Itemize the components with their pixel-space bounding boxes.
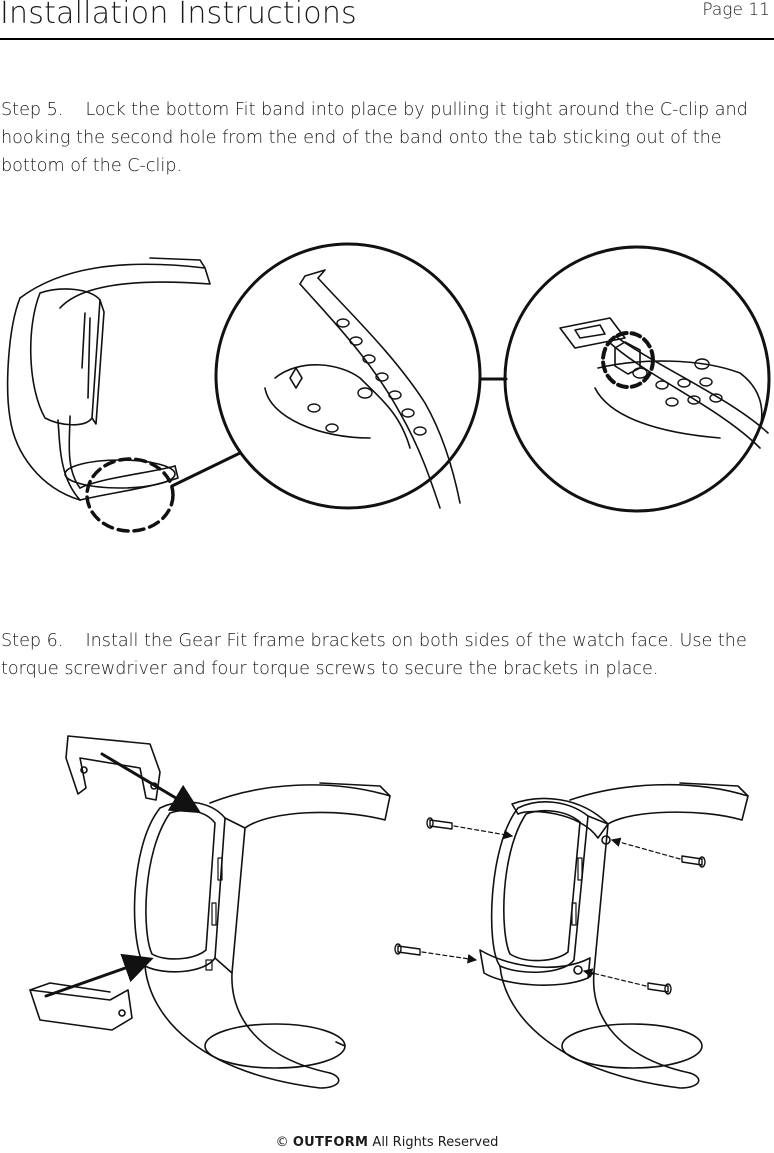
watch-screws-illustration — [394, 782, 749, 1089]
watch-band-illustration — [6, 257, 211, 501]
step-6-text: Install the Gear Fit frame brackets on b… — [1, 631, 747, 679]
step-5-text: Lock the bottom Fit band into place by p… — [1, 100, 748, 176]
detail-magnifier-band-locked — [503, 245, 771, 513]
detail-magnifier-band-hook — [214, 242, 482, 510]
rights-text: All Rights Reserved — [372, 1135, 499, 1150]
page-title: Installation Instructions — [0, 0, 357, 31]
highlight-dashed-circle — [85, 457, 175, 533]
brand-name: OUTFORM — [292, 1135, 369, 1150]
page-number: Page 11 — [702, 0, 770, 20]
step6-figure — [29, 735, 749, 1089]
copyright-symbol: © — [275, 1135, 289, 1150]
footer-copyright: © OUTFORM All Rights Reserved — [0, 1135, 774, 1150]
watch-bracket-exploded-illustration — [29, 735, 391, 1089]
header-rule — [0, 38, 774, 40]
step5-figure — [6, 242, 771, 533]
step-5-number: Step 5. — [1, 100, 64, 120]
step-5: Step 5.Lock the bottom Fit band into pla… — [1, 96, 771, 180]
step-6: Step 6.Install the Gear Fit frame bracke… — [1, 627, 771, 683]
step-6-number: Step 6. — [1, 631, 64, 651]
